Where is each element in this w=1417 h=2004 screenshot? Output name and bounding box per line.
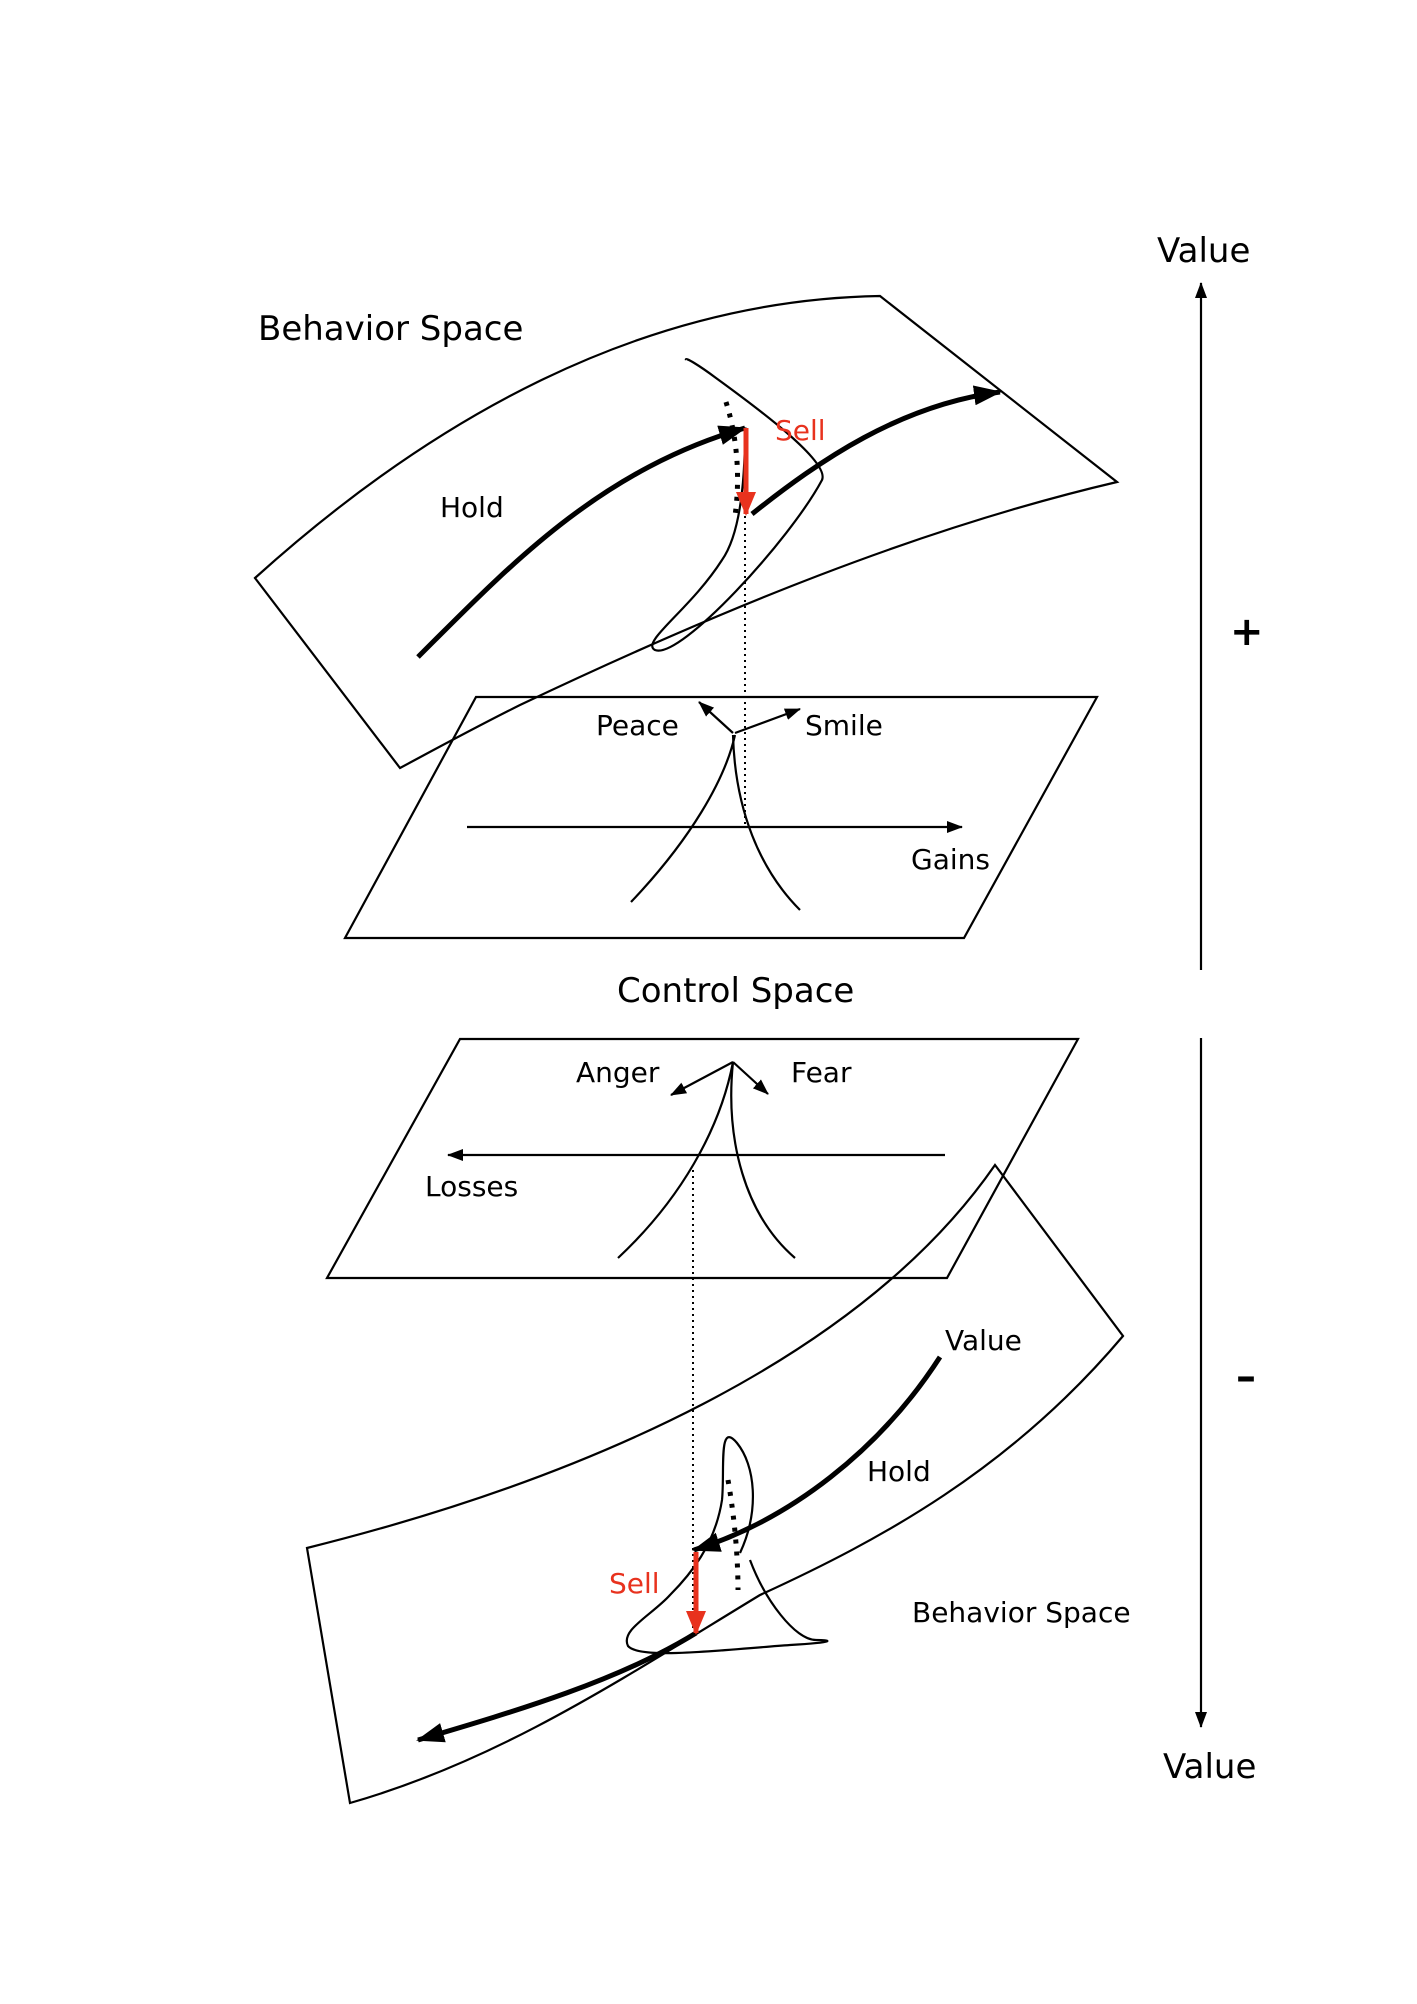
upper-hold-arrow-continued: [750, 385, 1002, 516]
upper-smile-arrow: [734, 707, 801, 735]
lower-hold-arrow: [692, 1355, 943, 1553]
lower-cusp-left: [617, 1061, 735, 1259]
upper-fold-curve: [651, 358, 824, 652]
value-axis-top-label: Value: [1157, 231, 1250, 271]
lower-fear-arrow: [732, 1061, 769, 1095]
lower-behavior-space: Value Hold Sell Behavior Space: [305, 1163, 1131, 1805]
lower-sell-label: Sell: [609, 1567, 660, 1600]
control-space-label: Control Space: [617, 971, 854, 1011]
upper-hold-label: Hold: [440, 491, 504, 524]
lower-hold-label: Hold: [867, 1455, 931, 1488]
upper-fold-dotted-edge: [723, 401, 741, 517]
upper-gains-label: Gains: [911, 843, 990, 876]
lower-value-label: Value: [945, 1324, 1022, 1357]
positive-sign: +: [1230, 609, 1264, 655]
lower-fold-curve: [625, 1436, 829, 1655]
upper-cusp-right: [731, 734, 801, 911]
upper-control-plane: Peace Smile Gains: [343, 695, 1099, 940]
upper-cusp-left: [630, 734, 737, 903]
lower-control-plane: Anger Fear Losses: [325, 1037, 1080, 1280]
value-axis: Value + – Value: [1157, 231, 1264, 1787]
lower-behavior-space-label: Behavior Space: [912, 1596, 1131, 1629]
value-axis-bottom-label: Value: [1163, 1747, 1256, 1787]
lower-anger-arrow: [670, 1061, 734, 1096]
lower-cusp-right: [730, 1061, 796, 1259]
upper-surface-outline: [253, 294, 1120, 770]
lower-fear-label: Fear: [791, 1056, 852, 1089]
lower-control-plane-outline: [325, 1037, 1080, 1280]
upper-smile-label: Smile: [805, 709, 883, 742]
upper-control-plane-outline: [343, 695, 1099, 940]
lower-fold-dotted-edge: [725, 1479, 741, 1591]
upper-behavior-space-label: Behavior Space: [258, 309, 523, 349]
lower-hold-arrow-continued: [416, 1630, 698, 1743]
lower-anger-label: Anger: [576, 1056, 660, 1089]
upper-peace-arrow: [698, 701, 734, 734]
upper-sell-label: Sell: [775, 414, 826, 447]
upper-behavior-space: Behavior Space Hold Sell: [253, 294, 1120, 825]
lower-surface-outline: [305, 1163, 1125, 1805]
lower-losses-label: Losses: [425, 1170, 518, 1203]
negative-sign: –: [1236, 1354, 1256, 1400]
upper-hold-arrow: [416, 425, 747, 659]
upper-peace-label: Peace: [596, 709, 679, 742]
